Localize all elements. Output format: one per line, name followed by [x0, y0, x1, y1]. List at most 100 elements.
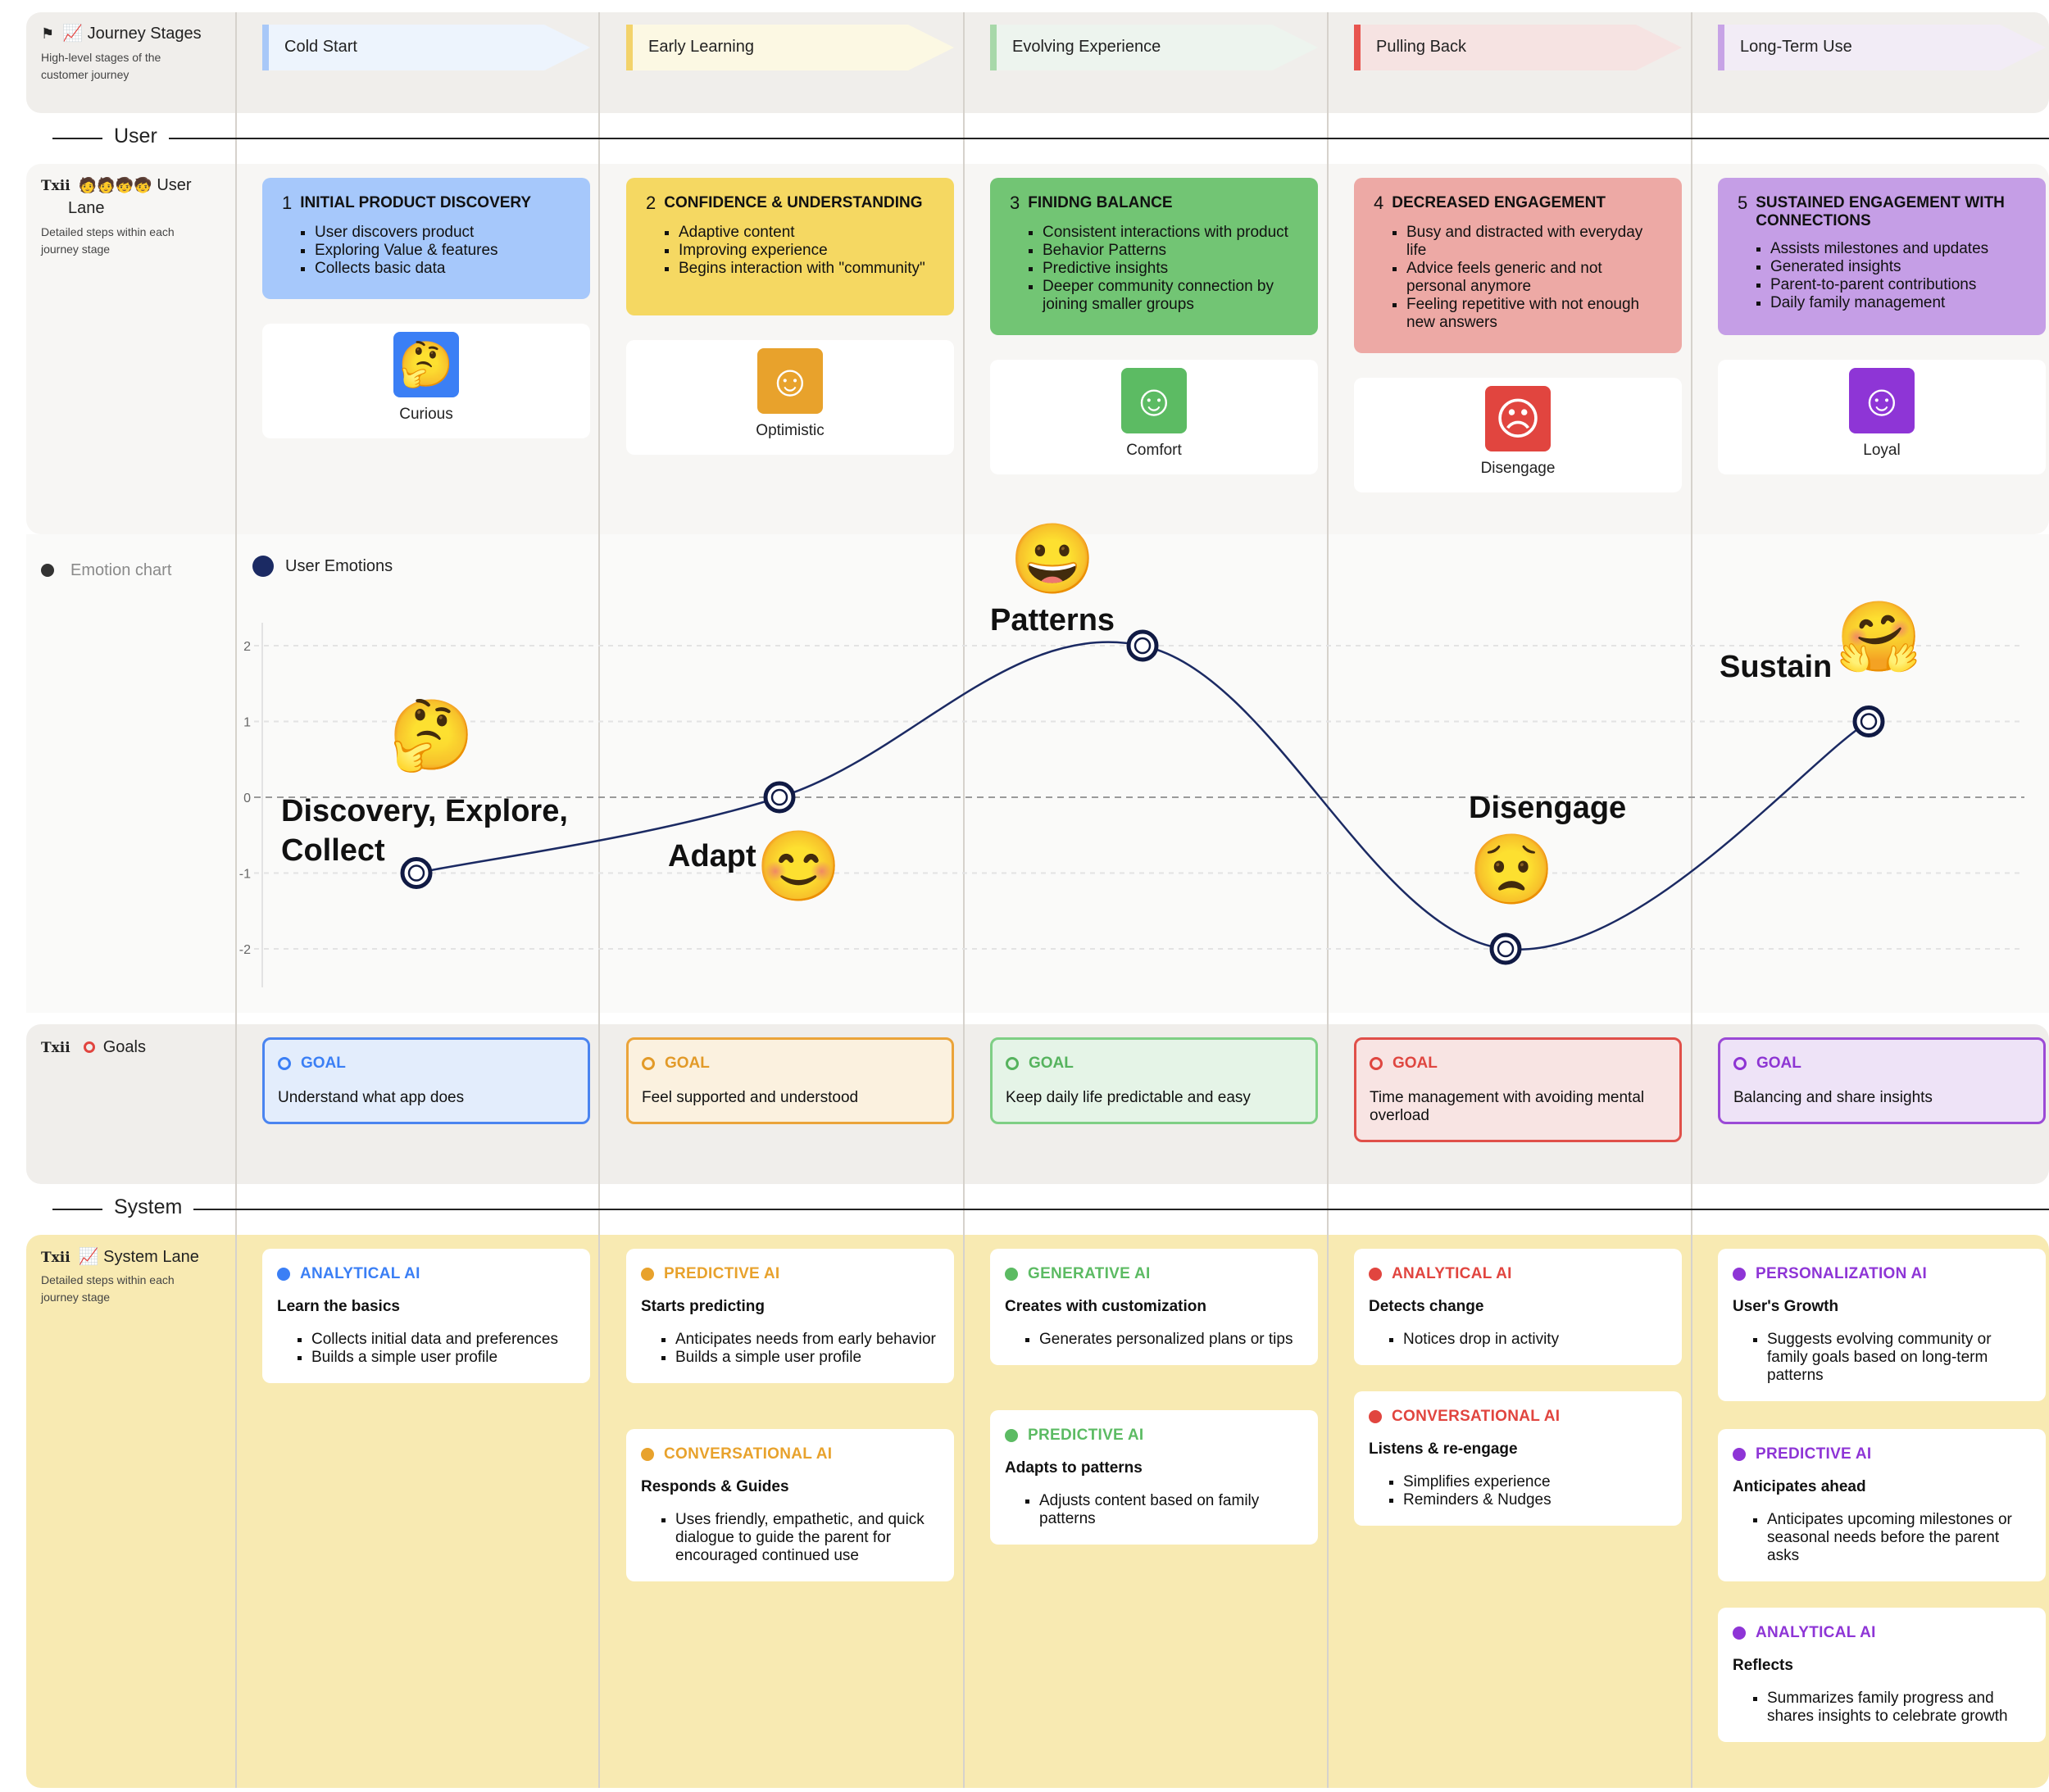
step-item: Busy and distracted with everyday life — [1406, 224, 1664, 260]
stage-color-bar — [1718, 25, 1724, 70]
step-item: Adaptive content — [679, 224, 936, 242]
ai-type-heading: CONVERSATIONAL AI — [1369, 1408, 1667, 1426]
stage-label: Cold Start — [284, 38, 357, 56]
ai-card-item: Adjusts content based on family patterns — [1039, 1492, 1303, 1528]
user-step-card[interactable]: 5 SUSTAINED ENGAGEMENT WITH CONNECTIONS As… — [1718, 178, 2046, 335]
step-title: SUSTAINED ENGAGEMENT WITH CONNECTIONS — [1756, 194, 2005, 229]
column-separator — [598, 12, 600, 1788]
weary-face-icon: ☹ — [1485, 386, 1551, 451]
stages-lane-subtitle: High-level stages of the customer journe… — [41, 51, 161, 81]
step-title: INITIAL PRODUCT DISCOVERY — [300, 194, 532, 211]
annotation-line1: Disengage — [1469, 791, 1627, 825]
emotion-card[interactable]: ☹Disengage — [1354, 378, 1682, 492]
column-separator — [1327, 12, 1329, 1788]
stage-color-bar — [1354, 25, 1361, 70]
step-items: Assists milestones and updatesGenerated … — [1738, 240, 2028, 312]
ai-card-title: Reflects — [1733, 1657, 1793, 1674]
step-item: User discovers product — [315, 224, 572, 242]
annotation-line1: Discovery, Explore, — [281, 794, 568, 828]
ai-type-label: ANALYTICAL AI — [1392, 1265, 1512, 1282]
stage-1[interactable]: Cold Start — [262, 25, 590, 70]
step-item: Predictive insights — [1043, 260, 1300, 278]
stage-4[interactable]: Pulling Back — [1354, 25, 1682, 70]
stage-label: Long-Term Use — [1740, 38, 1852, 56]
ai-card-item: Generates personalized plans or tips — [1039, 1331, 1303, 1349]
emotion-label: Comfort — [1126, 442, 1182, 459]
step-number: 5 — [1738, 193, 1748, 213]
goal-heading: GOAL — [1370, 1055, 1666, 1073]
goal-label: GOAL — [1756, 1055, 1801, 1072]
goal-card[interactable]: GOAL Feel supported and understood — [626, 1037, 954, 1124]
ai-type-label: PREDICTIVE AI — [1756, 1445, 1872, 1463]
face-icon — [41, 564, 54, 577]
ai-type-dot-icon — [1369, 1410, 1382, 1423]
ai-type-heading: PERSONALIZATION AI — [1733, 1265, 2031, 1283]
emotion-card[interactable]: 🤔Curious — [262, 324, 590, 438]
ai-type-dot-icon — [277, 1268, 290, 1281]
goal-label: GOAL — [301, 1055, 346, 1072]
ai-type-heading: GENERATIVE AI — [1005, 1265, 1303, 1283]
annotation-line1: Sustain — [1720, 650, 1833, 684]
ai-card-items: Simplifies experienceReminders & Nudges — [1369, 1473, 1667, 1509]
grinning-face-icon: ☺ — [1121, 368, 1187, 433]
system-ai-card[interactable]: ANALYTICAL AIReflectsSummarizes family p… — [1718, 1608, 2046, 1742]
ai-card-title: Creates with customization — [1005, 1298, 1206, 1315]
ai-type-dot-icon — [1005, 1268, 1018, 1281]
annotation-line1: Patterns — [990, 603, 1115, 637]
signpost-icon: ⚑ — [41, 25, 55, 42]
step-item: Consistent interactions with product — [1043, 224, 1300, 242]
stage-3[interactable]: Evolving Experience — [990, 25, 1318, 70]
stage-label: Early Learning — [648, 38, 754, 56]
target-icon — [278, 1057, 291, 1070]
goal-heading: GOAL — [642, 1055, 938, 1073]
step-item: Begins interaction with "community" — [679, 260, 936, 278]
annotation-emoji-icon: 😀 — [1010, 520, 1096, 597]
stage-label: Evolving Experience — [1012, 38, 1161, 56]
system-divider-label: System — [102, 1195, 194, 1219]
user-divider-label: User — [102, 125, 169, 148]
emotion-card[interactable]: ☺ Comfort — [990, 360, 1318, 474]
ai-card-title: Listens & re-engage — [1369, 1440, 1518, 1458]
stage-5[interactable]: Long-Term Use — [1718, 25, 2046, 70]
hugging-face-icon: ☺ — [1849, 368, 1915, 433]
annotation-emoji-icon: 😟 — [1469, 831, 1555, 908]
ai-type-label: ANALYTICAL AI — [300, 1265, 420, 1282]
ai-type-label: PREDICTIVE AI — [664, 1265, 780, 1282]
ai-card-items: Anticipates upcoming milestones or seaso… — [1733, 1511, 2031, 1565]
ai-type-dot-icon — [641, 1268, 654, 1281]
ai-card-item: Anticipates upcoming milestones or seaso… — [1767, 1511, 2031, 1565]
stage-2[interactable]: Early Learning — [626, 25, 954, 70]
goal-heading: GOAL — [1733, 1055, 2030, 1073]
step-number: 3 — [1010, 193, 1020, 213]
stage-color-bar — [626, 25, 633, 70]
ai-card-item: Anticipates needs from early behavior — [675, 1331, 939, 1349]
goal-text: Feel supported and understood — [642, 1089, 859, 1106]
system-ai-card[interactable]: GENERATIVE AI Creates with customizationG… — [990, 1249, 1318, 1365]
ai-card-items: Generates personalized plans or tips — [1005, 1331, 1303, 1349]
ai-type-heading: PREDICTIVE AI — [1005, 1427, 1303, 1445]
ai-type-heading: PREDICTIVE AI — [1733, 1445, 2031, 1463]
target-icon — [642, 1057, 655, 1070]
system-ai-card[interactable]: CONVERSATIONAL AI Listens & re-engageSimp… — [1354, 1391, 1682, 1526]
emotion-card[interactable]: ☺Optimistic — [626, 340, 954, 455]
step-items: User discovers productExploring Value & … — [282, 224, 572, 278]
emotion-card[interactable]: ☺Loyal — [1718, 360, 2046, 474]
ai-card-item: Uses friendly, empathetic, and quick dia… — [675, 1511, 939, 1565]
ai-card-items: Adjusts content based on family patterns — [1005, 1492, 1303, 1528]
